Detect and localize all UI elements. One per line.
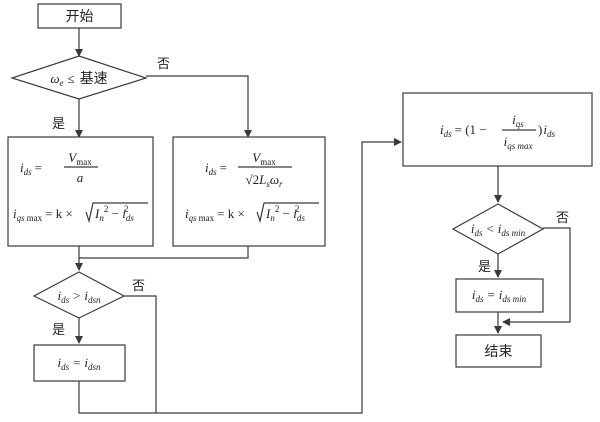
box-mid-sqrt-body: In2 − ids2 (265, 204, 305, 223)
connectors (75, 28, 571, 414)
decision2-no-label: 否 (132, 279, 145, 294)
box-assign-text: ids=idsn (57, 355, 101, 372)
end-label: 结束 (485, 344, 513, 360)
box-left-sqrt-sign (85, 202, 148, 224)
box-left-numerator: Vmax (68, 150, 92, 167)
arrow-decision1-no (146, 75, 252, 138)
box-mid-numerator: Vmax (252, 150, 276, 167)
line-decision2-no (124, 295, 157, 413)
box-left-denominator: a (77, 170, 84, 185)
decision2-yes-label: 是 (52, 323, 65, 338)
start-node: 开始 (37, 3, 122, 29)
decision3-no-label: 否 (556, 211, 569, 226)
decision2-text: ids>idsn (57, 288, 101, 305)
decision-ids-lt-min: ids<ids min (451, 203, 545, 255)
box-right-frac-num: iqs (512, 112, 524, 129)
box-left-sqrt-body: In2 − ids2 (94, 204, 134, 223)
box-assign-idsn: ids=idsn (33, 344, 126, 382)
decision1-no-label: 否 (157, 57, 170, 72)
box-min-assign: ids=ids min (455, 278, 544, 313)
arrow-to-right-box (78, 138, 402, 414)
box-left-ids: ids= (20, 160, 42, 177)
decision-base-speed: ωe≤基速 (10, 55, 148, 100)
decision3-yes-label: 是 (478, 260, 491, 275)
box-right-tail: )ids (538, 122, 555, 139)
box-mid-sqrt-sign (256, 202, 319, 224)
box-mid-denominator: √2Lsωr (245, 172, 283, 189)
arrow-decision3-no (502, 227, 571, 326)
box-mid-ids: ids= (205, 160, 227, 177)
box-right-frac-den: iqs max (504, 134, 533, 151)
decision1-text: ωe≤基速 (50, 70, 107, 88)
box-min-text: ids=ids min (472, 287, 527, 304)
decision-ids-gt-idsn: ids>idsn (32, 271, 126, 319)
box-right-lhs: ids= (1 − (440, 122, 487, 139)
start-label: 开始 (66, 9, 94, 25)
line-box-mid-merge (79, 246, 249, 259)
box-right-formula: ids= (1 − iqs iqs max )ids (402, 92, 593, 167)
decision3-text: ids<ids min (471, 221, 526, 238)
end-node: 结束 (455, 334, 542, 368)
decision1-yes-label: 是 (52, 117, 65, 132)
